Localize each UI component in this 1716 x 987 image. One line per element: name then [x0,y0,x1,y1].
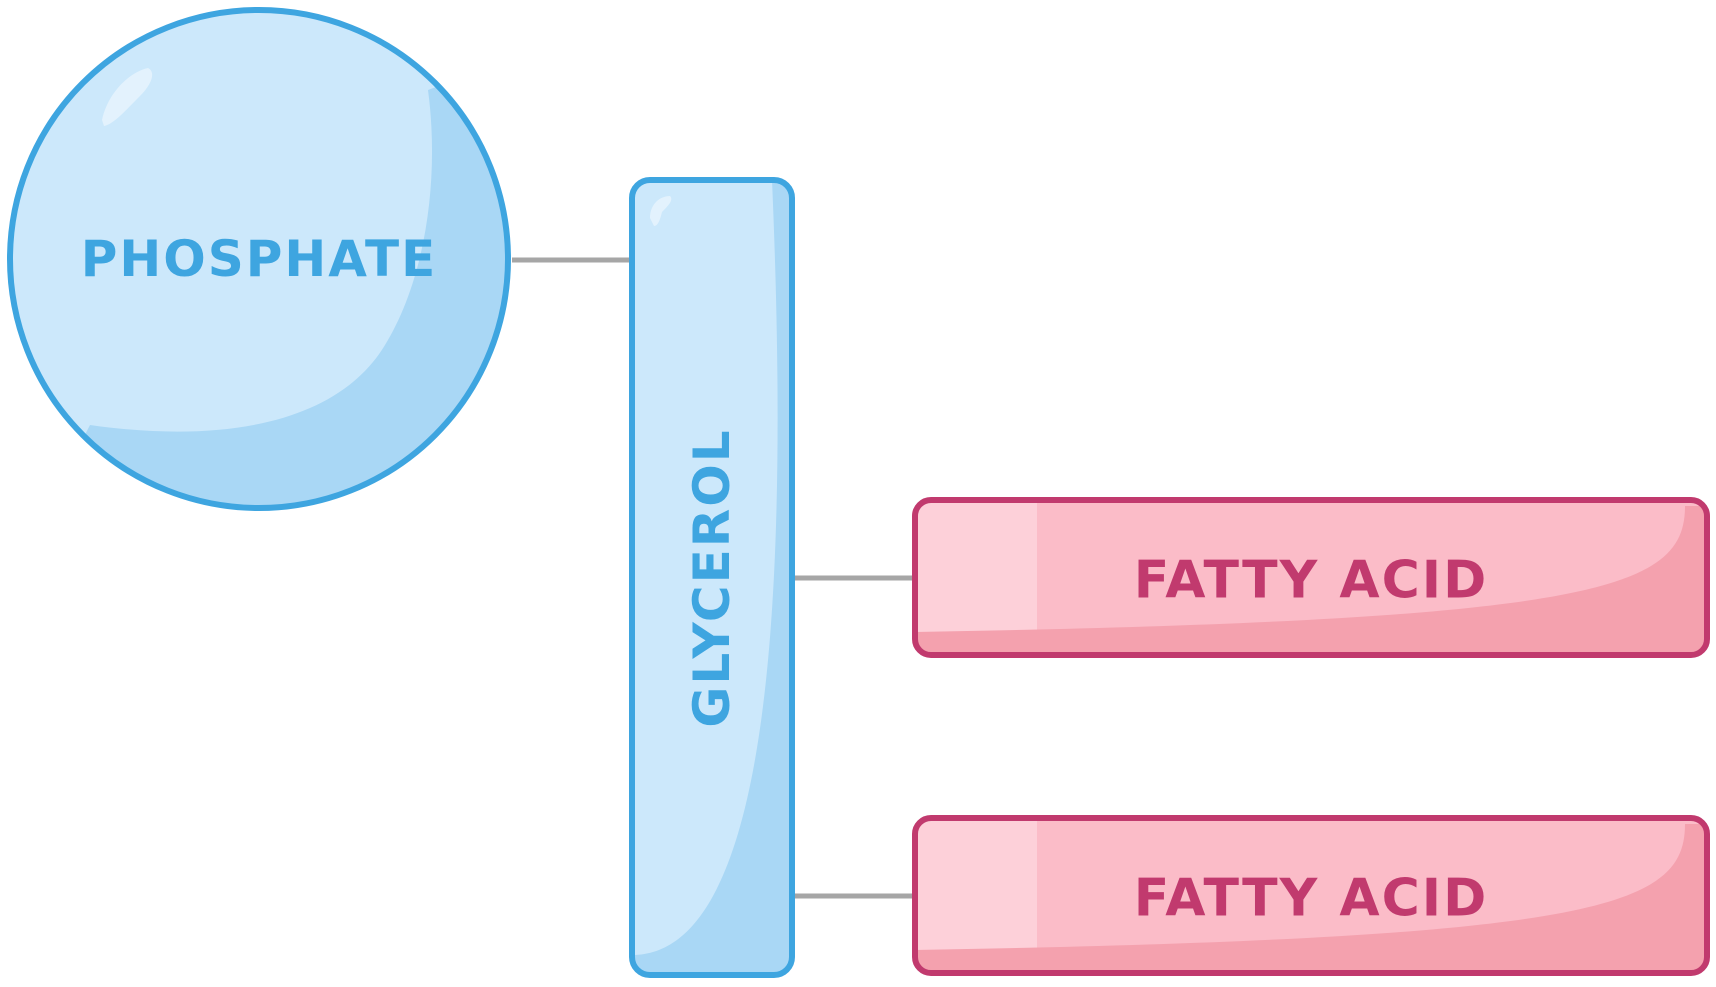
glycerol-backbone: GLYCEROL [629,177,795,978]
fatty-acid-label: FATTY ACID [1134,551,1489,611]
fatty-acid-outline [912,815,1710,976]
fatty-acid-shade [915,824,1707,973]
glycerol-shade [632,180,792,975]
phosphate-label: PHOSPHATE [81,230,438,288]
phosphate-outline [7,7,511,511]
fatty-acid-tail: FATTY ACID [912,815,1710,976]
glycerol-label: GLYCEROL [683,428,741,727]
fatty-acid-outline [912,497,1710,658]
glycerol-outline [629,177,795,978]
fatty-acid-tail: FATTY ACID [912,497,1710,658]
glycerol-gloss [650,196,672,226]
phosphate-head: PHOSPHATE [7,7,511,511]
fatty-acid-highlight [915,500,1037,655]
fatty-acid-label: FATTY ACID [1134,869,1489,929]
fatty-acid-shade [915,506,1707,655]
fatty-acid-highlight [915,818,1037,973]
phosphate-gloss [102,68,153,126]
